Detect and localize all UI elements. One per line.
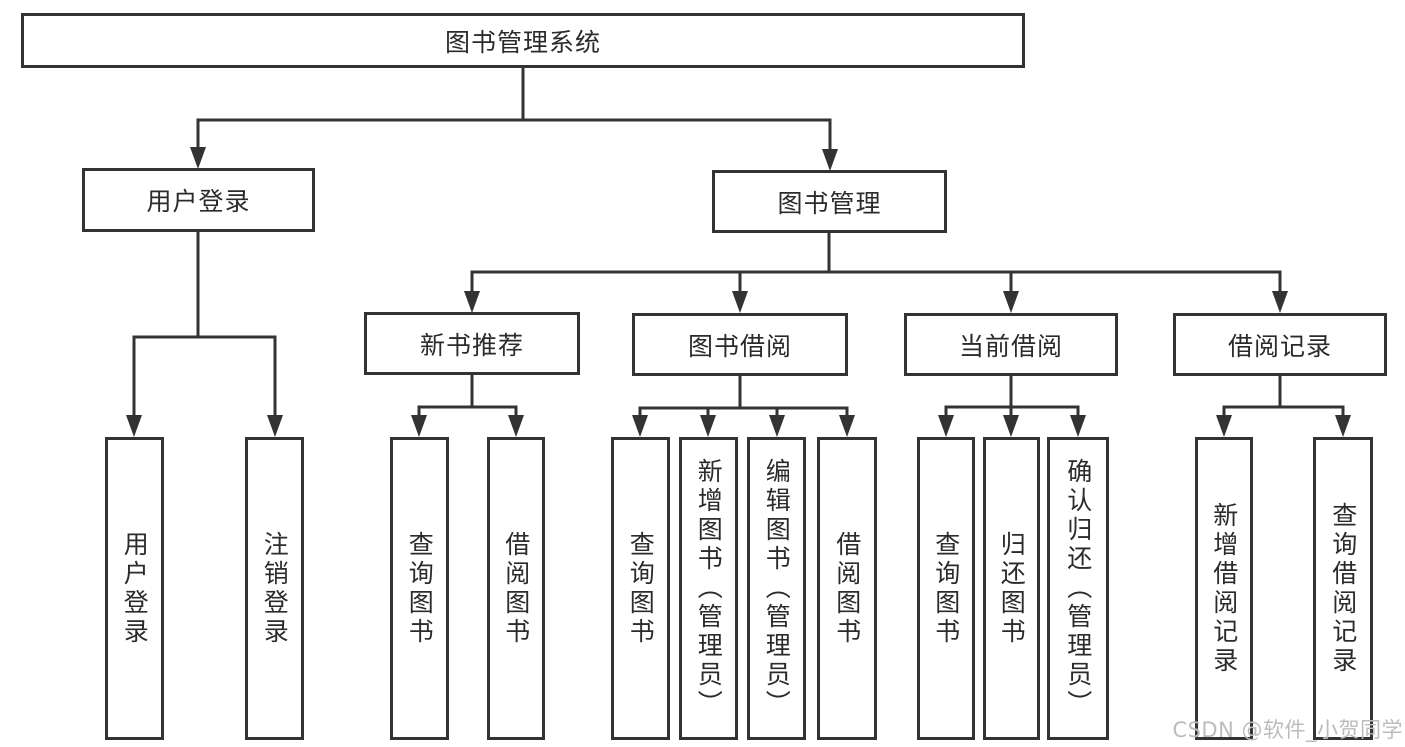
- leaf-confirm-return-admin: 确认归还（管理员）: [1047, 437, 1109, 740]
- connector-root-to-level1: [190, 68, 838, 171]
- node-label: 新书推荐: [419, 330, 524, 360]
- leaf-add-book-admin: 新增图书（管理员）: [679, 437, 738, 740]
- node-label: 借阅记录: [1227, 331, 1332, 361]
- leaf-logout: 注销登录: [245, 437, 304, 740]
- node-label: 当前借阅: [958, 331, 1063, 361]
- node-library-management-system: 图书管理系统: [21, 13, 1025, 68]
- leaf-add-borrow-record: 新增借阅记录: [1195, 437, 1253, 740]
- leaf-query-books-recommend: 查询图书: [390, 437, 449, 740]
- node-new-book-recommend: 新书推荐: [364, 312, 580, 375]
- node-label: 注销登录: [260, 530, 290, 647]
- node-label: 查询图书: [626, 530, 656, 647]
- leaf-borrow-books-borrowing: 借阅图书: [817, 437, 877, 740]
- node-book-borrowing: 图书借阅: [632, 313, 848, 376]
- node-label: 图书管理系统: [444, 27, 601, 57]
- node-label: 查询图书: [405, 530, 435, 647]
- connector-borrow-records-to-leaves: [1216, 376, 1351, 437]
- node-user-login: 用户登录: [82, 168, 315, 232]
- connector-user-login-to-leaves: [126, 232, 283, 437]
- connector-book-borrowing-to-leaves: [632, 376, 855, 437]
- node-label: 查询图书: [931, 530, 961, 647]
- node-current-borrowing: 当前借阅: [904, 313, 1118, 376]
- connector-current-borrowing-to-leaves: [938, 376, 1086, 437]
- node-label: 用户登录: [146, 187, 251, 216]
- node-label: 借阅图书: [832, 530, 862, 647]
- node-label: 新增图书（管理员）: [694, 458, 724, 719]
- node-label: 归还图书: [997, 530, 1027, 647]
- node-label: 图书借阅: [687, 331, 792, 361]
- leaf-query-borrow-record: 查询借阅记录: [1313, 437, 1373, 740]
- node-label: 编辑图书（管理员）: [762, 458, 792, 719]
- node-label: 图书管理: [777, 188, 882, 218]
- leaf-query-books-current: 查询图书: [917, 437, 975, 740]
- leaf-borrow-books-recommend: 借阅图书: [487, 437, 545, 740]
- node-label: 确认归还（管理员）: [1063, 458, 1093, 719]
- connector-book-management-to-level2: [464, 233, 1288, 313]
- node-borrow-records: 借阅记录: [1173, 313, 1387, 376]
- leaf-user-login: 用户登录: [105, 437, 164, 740]
- node-book-management: 图书管理: [712, 170, 947, 233]
- connector-new-book-recommend-to-leaves: [411, 375, 524, 437]
- node-label: 新增借阅记录: [1209, 501, 1239, 676]
- leaf-query-books-borrowing: 查询图书: [611, 437, 670, 740]
- leaf-edit-book-admin: 编辑图书（管理员）: [747, 437, 806, 740]
- csdn-watermark: CSDN @软件_小贺同学: [1172, 718, 1403, 742]
- node-label: 用户登录: [120, 530, 150, 647]
- node-label: 查询借阅记录: [1328, 501, 1358, 676]
- node-label: 借阅图书: [501, 530, 531, 647]
- leaf-return-books: 归还图书: [983, 437, 1040, 740]
